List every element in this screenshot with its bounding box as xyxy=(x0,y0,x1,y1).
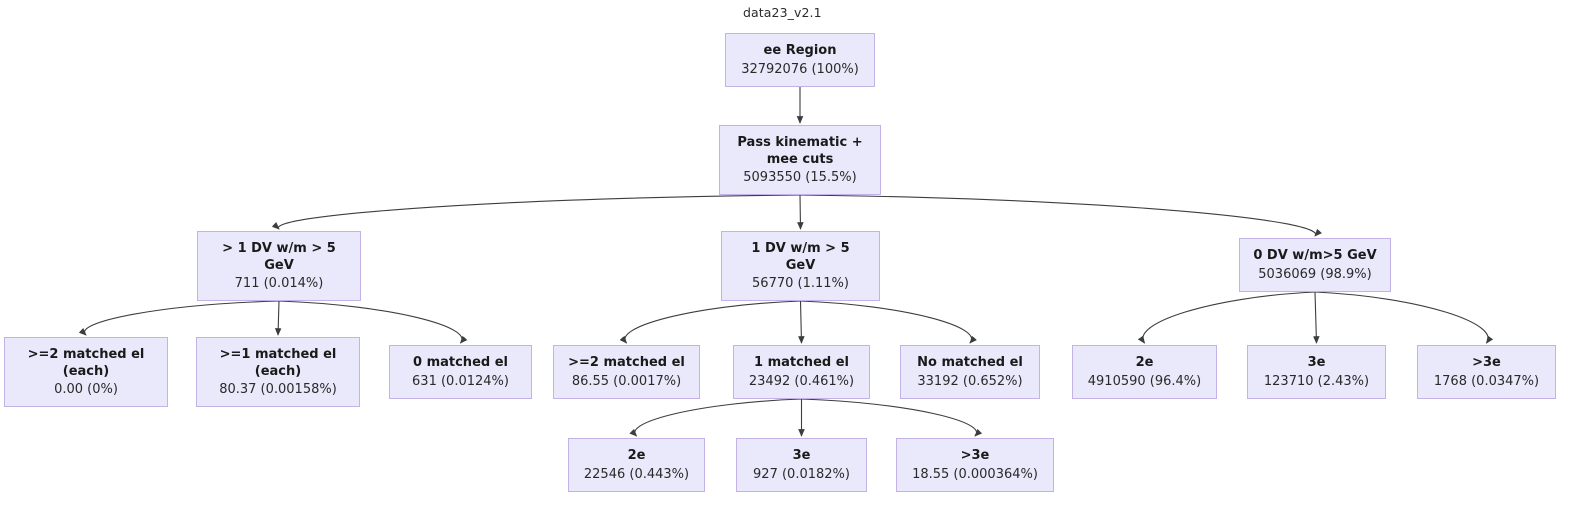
edge-pass_cuts-to-zero_dv xyxy=(799,194,1322,237)
edge-one_dv-to-one_matched_1dv xyxy=(798,300,805,344)
edge-gt1_dv-to-ge1_matched_each xyxy=(274,300,282,336)
node-stat: 631 (0.0124%) xyxy=(412,373,509,389)
node-zero_dv_gt3e[interactable]: >3e 1768 (0.0347%) xyxy=(1417,345,1556,399)
node-label: Pass kinematic + mee cuts xyxy=(737,134,863,167)
node-label: > 1 DV w/m > 5 GeV xyxy=(222,240,336,273)
node-stat: 22546 (0.443%) xyxy=(583,466,690,482)
node-stat: 5093550 (15.5%) xyxy=(743,170,857,186)
node-stat: 0.00 (0%) xyxy=(54,382,118,398)
node-one_matched_gt3e[interactable]: >3e 18.55 (0.000364%) xyxy=(896,438,1054,492)
node-stat: 5036069 (98.9%) xyxy=(1258,266,1372,282)
node-stat: 123710 (2.43%) xyxy=(1263,373,1370,389)
node-label: >=2 matched el xyxy=(568,355,685,371)
graph-title: data23_v2.1 xyxy=(743,5,822,20)
node-stat: 56770 (1.11%) xyxy=(752,276,849,292)
node-label: No matched el xyxy=(917,355,1023,371)
node-zero_dv_3e[interactable]: 3e 123710 (2.43%) xyxy=(1247,345,1386,399)
node-label: 0 matched el xyxy=(413,355,508,371)
node-label: >3e xyxy=(960,448,990,464)
node-stat: 32792076 (100%) xyxy=(741,61,859,77)
node-ge1_matched_each[interactable]: >=1 matched el (each) 80.37 (0.00158%) xyxy=(196,337,360,407)
edge-zero_dv-to-zero_dv_3e xyxy=(1313,291,1320,344)
node-label: 3e xyxy=(1307,355,1326,371)
node-label: >=1 matched el (each) xyxy=(219,346,337,379)
node-gt1_dv[interactable]: > 1 DV w/m > 5 GeV 711 (0.014%) xyxy=(197,231,361,301)
node-one_matched_3e[interactable]: 3e 927 (0.0182%) xyxy=(736,438,867,492)
node-label: 2e xyxy=(627,448,646,464)
node-stat: 80.37 (0.00158%) xyxy=(219,382,337,398)
node-label: >=2 matched el (each) xyxy=(27,346,145,379)
node-zero_dv[interactable]: 0 DV w/m>5 GeV 5036069 (98.9%) xyxy=(1239,238,1391,292)
node-zero_dv_2e[interactable]: 2e 4910590 (96.4%) xyxy=(1072,345,1217,399)
node-stat: 86.55 (0.0017%) xyxy=(571,373,682,389)
edge-zero_dv-to-zero_dv_2e xyxy=(1137,291,1316,344)
node-pass_cuts[interactable]: Pass kinematic + mee cuts 5093550 (15.5%) xyxy=(719,125,881,195)
node-ge2_matched_1dv[interactable]: >=2 matched el 86.55 (0.0017%) xyxy=(553,345,700,399)
node-stat: 33192 (0.652%) xyxy=(917,373,1023,389)
node-label: 2e xyxy=(1135,355,1154,371)
node-one_matched_2e[interactable]: 2e 22546 (0.443%) xyxy=(568,438,705,492)
node-label: ee Region xyxy=(763,43,837,59)
node-label: 1 matched el xyxy=(754,355,849,371)
node-label: >3e xyxy=(1472,355,1501,371)
node-ge2_matched_each[interactable]: >=2 matched el (each) 0.00 (0%) xyxy=(4,337,168,407)
edge-one_matched_1dv-to-one_matched_2e xyxy=(629,398,802,437)
node-label: 0 DV w/m>5 GeV xyxy=(1253,248,1377,264)
node-stat: 927 (0.0182%) xyxy=(753,466,850,482)
edge-one_dv-to-no_matched_1dv xyxy=(800,300,977,344)
edge-gt1_dv-to-ge2_matched_each xyxy=(78,300,280,336)
edge-one_matched_1dv-to-one_matched_gt3e xyxy=(801,398,983,437)
node-stat: 18.55 (0.000364%) xyxy=(912,466,1038,482)
node-ee_region[interactable]: ee Region 32792076 (100%) xyxy=(725,33,875,87)
node-one_matched_1dv[interactable]: 1 matched el 23492 (0.461%) xyxy=(733,345,870,399)
edge-zero_dv-to-zero_dv_gt3e xyxy=(1314,291,1494,344)
edge-pass_cuts-to-gt1_dv xyxy=(271,194,801,230)
node-stat: 4910590 (96.4%) xyxy=(1087,373,1202,389)
node-stat: 23492 (0.461%) xyxy=(748,373,855,389)
edge-pass_cuts-to-one_dv xyxy=(797,194,804,230)
node-stat: 1768 (0.0347%) xyxy=(1433,373,1540,389)
node-zero_matched_gt1dv[interactable]: 0 matched el 631 (0.0124%) xyxy=(389,345,532,399)
node-one_dv[interactable]: 1 DV w/m > 5 GeV 56770 (1.11%) xyxy=(721,231,880,301)
node-stat: 711 (0.014%) xyxy=(234,276,324,292)
node-label: 1 DV w/m > 5 GeV xyxy=(751,240,850,273)
node-label: 3e xyxy=(792,448,811,464)
edge-one_dv-to-ge2_matched_1dv xyxy=(619,300,801,344)
node-no_matched_1dv[interactable]: No matched el 33192 (0.652%) xyxy=(900,345,1040,399)
